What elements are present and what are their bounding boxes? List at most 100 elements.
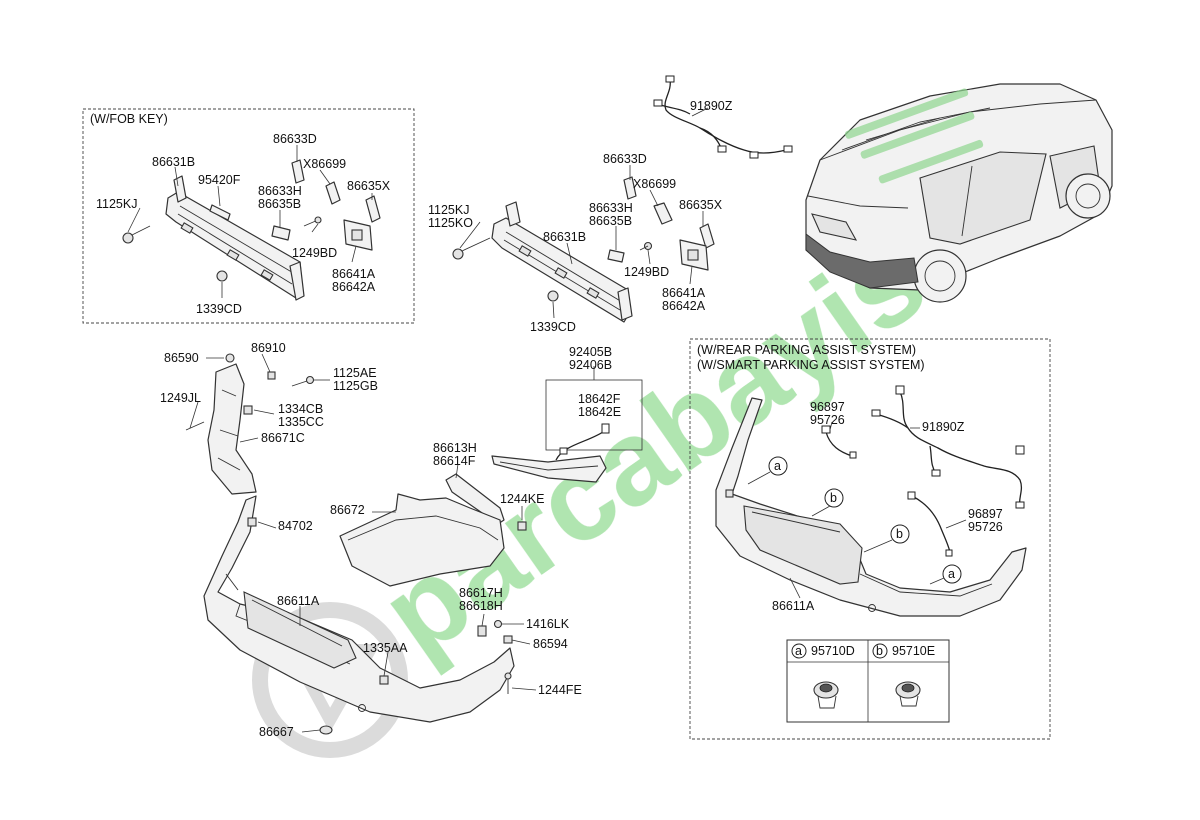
- mid-label-1416LK: 1416LK: [526, 617, 570, 631]
- beam-label-1339CD: 1339CD: [530, 320, 576, 334]
- fob-label-86642A: 86642A: [332, 280, 376, 294]
- side-label-1125AE: 1125AE: [333, 366, 377, 380]
- callout-b-mid: b: [811, 488, 844, 517]
- clip-86594-icon: [503, 635, 513, 644]
- fob-label-86635B: 86635B: [258, 197, 301, 211]
- beam-label-86635B: 86635B: [589, 214, 632, 228]
- clip-1335AA-icon: [379, 675, 389, 685]
- fob-label-86641A: 86641A: [332, 267, 376, 281]
- cap-86667-icon: [319, 725, 333, 735]
- callout-b-mid-letter: b: [830, 491, 837, 505]
- clip-1334CB-icon: [243, 405, 253, 415]
- mid-label-86614F: 86614F: [433, 454, 476, 468]
- parking-box-title-2: (W/SMART PARKING ASSIST SYSTEM): [697, 358, 925, 372]
- reflector-drawing: [491, 423, 610, 483]
- fob-label-1125KJ: 1125KJ: [96, 197, 137, 211]
- parking-box-border: [689, 338, 1051, 740]
- rear-bumper-drawing: [203, 495, 537, 735]
- mid-label-1244KE: 1244KE: [500, 492, 544, 506]
- mid-label-86667: 86667: [259, 725, 294, 739]
- main-beam-group: 86633D X86699 1125KJ 1125KO 86633H 86635…: [428, 152, 723, 334]
- beam-label-86642A: 86642A: [662, 299, 706, 313]
- park-label-95726-a: 95726: [810, 413, 845, 427]
- fob-label-86635X: 86635X: [347, 179, 391, 193]
- side-bracket-group: 86590 86910 1125AE 1125GB 1249JL 1334CB …: [160, 341, 378, 495]
- mid-label-86617H: 86617H: [459, 586, 503, 600]
- park-label-96897-a: 96897: [810, 400, 845, 414]
- fob-label-86633H: 86633H: [258, 184, 302, 198]
- bracket-86617H-icon: [477, 625, 487, 637]
- mid-label-84702: 84702: [278, 519, 313, 533]
- mid-label-1335AA: 1335AA: [363, 641, 408, 655]
- mid-label-86672: 86672: [330, 503, 365, 517]
- clip-1416LK-icon: [493, 619, 503, 629]
- parking-harness-drawing: [789, 385, 1025, 599]
- top-harness-drawing: [653, 75, 793, 159]
- beam-label-1125KO: 1125KO: [428, 216, 473, 230]
- top-label-91890Z: 91890Z: [690, 99, 733, 113]
- park-label-91890Z: 91890Z: [922, 420, 965, 434]
- sensor-a-part: 95710D: [811, 644, 855, 658]
- parking-assist-box: (W/REAR PARKING ASSIST SYSTEM) (W/SMART …: [689, 338, 1051, 740]
- sensor-table-col-a-header: a 95710D: [791, 643, 855, 659]
- fob-beam-drawing: [122, 145, 381, 301]
- side-label-86671C: 86671C: [261, 431, 305, 445]
- sensor-a-drawing-icon: [813, 681, 839, 709]
- upper-cover-group: 86613H 86614F 1244KE 86672: [330, 441, 544, 587]
- mid-label-92405B: 92405B: [569, 345, 612, 359]
- parking-box-title-1: (W/REAR PARKING ASSIST SYSTEM): [697, 343, 916, 357]
- park-label-96897-b: 96897: [968, 507, 1003, 521]
- sensor-a-letter: a: [795, 644, 802, 658]
- side-label-1335CC: 1335CC: [278, 415, 324, 429]
- mid-label-18642F: 18642F: [578, 392, 621, 406]
- park-label-95726-b: 95726: [968, 520, 1003, 534]
- fob-label-1339CD: 1339CD: [196, 302, 242, 316]
- rear-bumper-group: 84702 86611A 86617H 86618H 1416LK 86594 …: [203, 495, 582, 739]
- screw-1249JL-icon: [185, 421, 205, 431]
- side-label-86910: 86910: [251, 341, 286, 355]
- callout-a-upper-letter: a: [774, 459, 781, 473]
- callout-b-right-letter: b: [896, 527, 903, 541]
- side-label-1334CB: 1334CB: [278, 402, 323, 416]
- parking-bumper-drawing: [715, 397, 1027, 617]
- clip-86590-icon: [225, 353, 235, 363]
- fob-label-1249BD: 1249BD: [292, 246, 337, 260]
- sensor-b-drawing-icon: [895, 681, 921, 707]
- fob-label-86633D: 86633D: [273, 132, 317, 146]
- sensor-b-letter: b: [876, 644, 883, 658]
- beam-bolt-icon: [452, 237, 491, 260]
- side-bracket-drawing: [185, 353, 330, 495]
- fob-label-x86699: X86699: [303, 157, 346, 171]
- sensor-b-part: 95710E: [892, 644, 935, 658]
- clip-84702-icon: [247, 517, 257, 527]
- mid-label-1244FE: 1244FE: [538, 683, 582, 697]
- side-label-1249JL: 1249JL: [160, 391, 201, 405]
- upper-cover-drawing: [339, 463, 527, 587]
- callout-a-lower-letter: a: [948, 567, 955, 581]
- beam-label-86635X: 86635X: [679, 198, 723, 212]
- sensor-table-col-b-header: b 95710E: [872, 643, 935, 659]
- side-label-86590: 86590: [164, 351, 199, 365]
- beam-label-86633D: 86633D: [603, 152, 647, 166]
- mid-label-86611A: 86611A: [277, 594, 320, 608]
- beam-label-1125KJ: 1125KJ: [428, 203, 469, 217]
- fob-label-95420F: 95420F: [198, 173, 241, 187]
- fob-key-box-border: [82, 108, 415, 324]
- screw-1244KE-icon: [517, 521, 527, 531]
- vehicle-illustration: [805, 83, 1113, 303]
- callout-a-lower: a: [929, 564, 962, 585]
- reflector-group: 92405B 92406B 18642F 18642E: [491, 345, 643, 483]
- mid-label-86618H: 86618H: [459, 599, 503, 613]
- fob-label-86631B: 86631B: [152, 155, 195, 169]
- fob-bolt-icon: [122, 225, 151, 244]
- mid-label-86594: 86594: [533, 637, 568, 651]
- beam-label-86633H: 86633H: [589, 201, 633, 215]
- top-harness-group: 91890Z: [653, 75, 793, 159]
- beam-label-1249BD: 1249BD: [624, 265, 669, 279]
- beam-label-86631B: 86631B: [543, 230, 586, 244]
- fob-key-box-title: (W/FOB KEY): [90, 112, 168, 126]
- side-label-1125GB: 1125GB: [333, 379, 378, 393]
- mid-label-86613H: 86613H: [433, 441, 477, 455]
- callout-b-right: b: [863, 524, 910, 553]
